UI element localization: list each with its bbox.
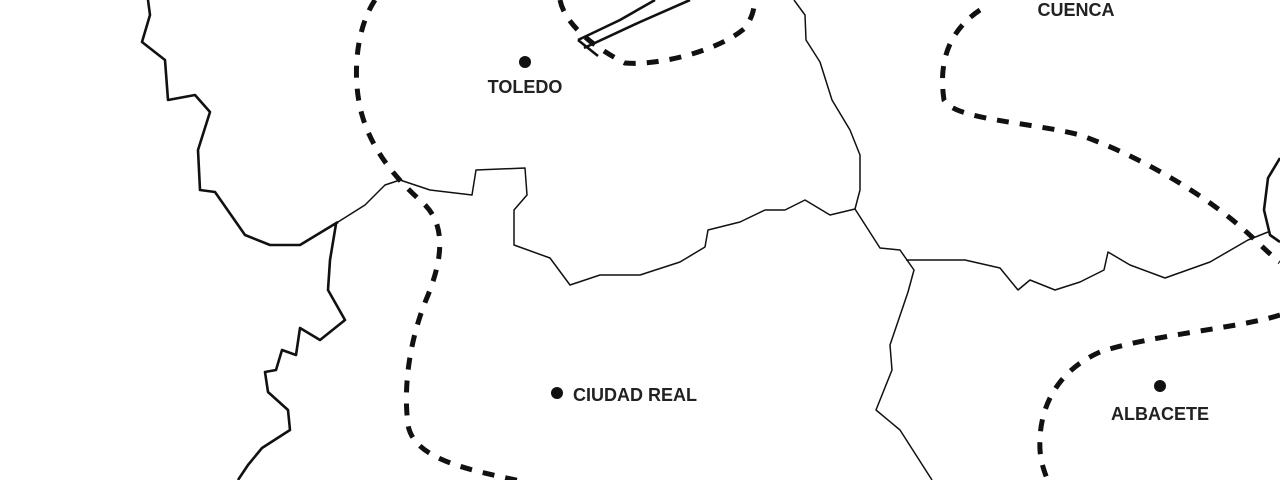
city-dot-icon — [551, 387, 563, 399]
border-west — [140, 0, 339, 247]
border-east — [1262, 157, 1280, 244]
regional-borders — [140, 0, 1280, 480]
albacete-zone — [1037, 312, 1280, 480]
city-label: TOLEDO — [488, 77, 563, 97]
ciudad-real-albacete-border — [854, 208, 933, 480]
city-ciudad-real: CIUDAD REAL — [551, 385, 697, 405]
cuenca-zone — [940, 7, 1280, 265]
city-label: CUENCA — [1037, 0, 1114, 20]
city-label: CIUDAD REAL — [573, 385, 697, 405]
border-southwest — [236, 223, 347, 480]
province-borders — [337, 0, 1269, 480]
city-label: ALBACETE — [1111, 404, 1209, 424]
city-dot-icon — [1154, 380, 1166, 392]
city-toledo: TOLEDO — [488, 56, 563, 97]
toledo-zone-north — [557, 0, 757, 66]
cuenca-albacete-border — [906, 231, 1269, 291]
toledo-river — [577, 0, 691, 58]
city-cuenca: CUENCA — [1037, 0, 1114, 20]
city-dot-icon — [519, 56, 531, 68]
toledo-zone — [353, 0, 526, 480]
toledo-ciudad-real-border — [337, 167, 856, 286]
toledo-cuenca-border — [793, 0, 861, 210]
city-albacete: ALBACETE — [1111, 380, 1209, 424]
dashed-zones — [353, 0, 1280, 480]
